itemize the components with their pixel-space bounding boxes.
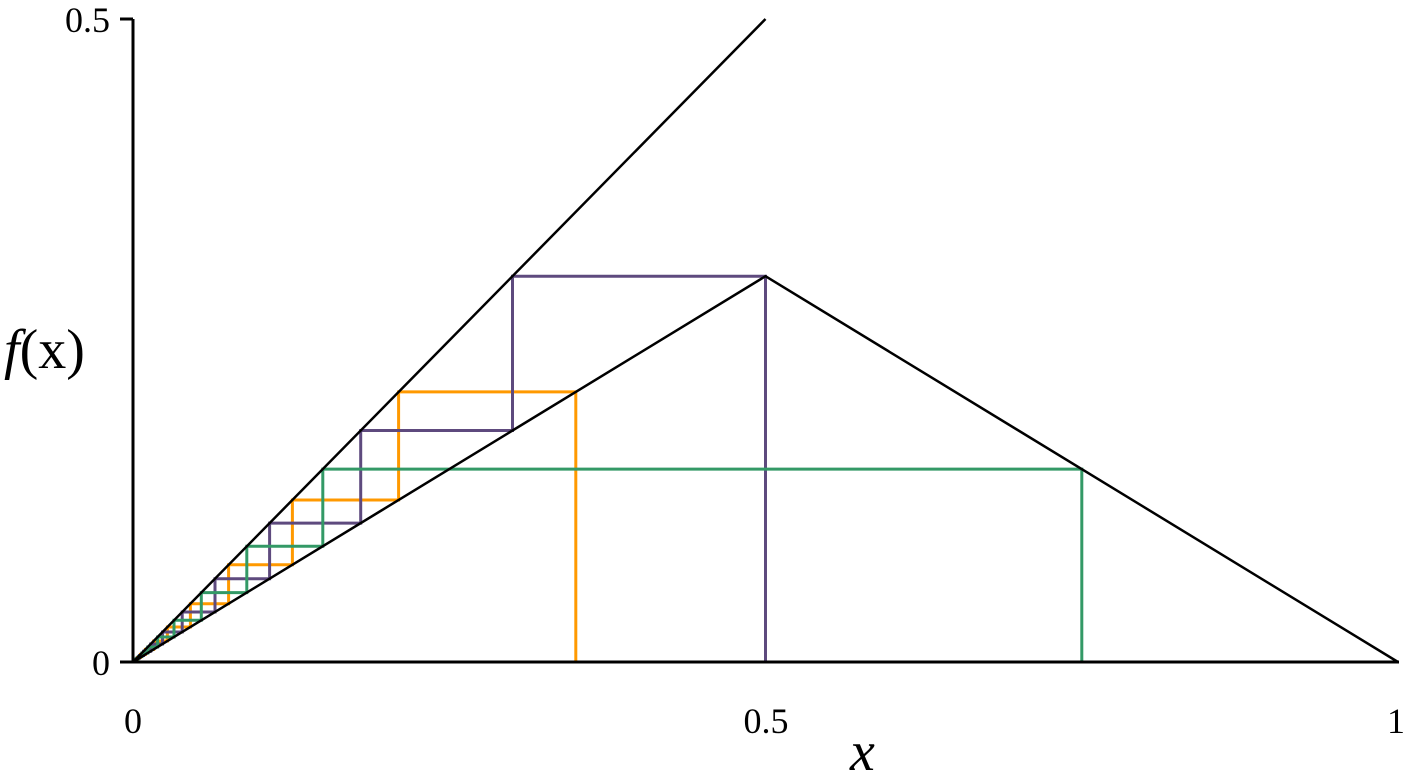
tent-map-line bbox=[132, 274, 1399, 664]
identity-line bbox=[132, 18, 767, 663]
x-tick-label-0.5: 0.5 bbox=[744, 701, 789, 741]
x-tick-label-0: 0 bbox=[124, 701, 142, 741]
x-tick-label-1: 1 bbox=[1387, 701, 1405, 741]
y-tick-label-0: 0 bbox=[92, 643, 110, 683]
y-tick-label-0.5: 0.5 bbox=[65, 0, 110, 40]
y-axis-label: f(x) bbox=[4, 319, 85, 381]
x-axis-label: x bbox=[849, 721, 875, 773]
plot-marks bbox=[131, 18, 1399, 664]
y-axis-label-arg: (x) bbox=[20, 319, 85, 381]
